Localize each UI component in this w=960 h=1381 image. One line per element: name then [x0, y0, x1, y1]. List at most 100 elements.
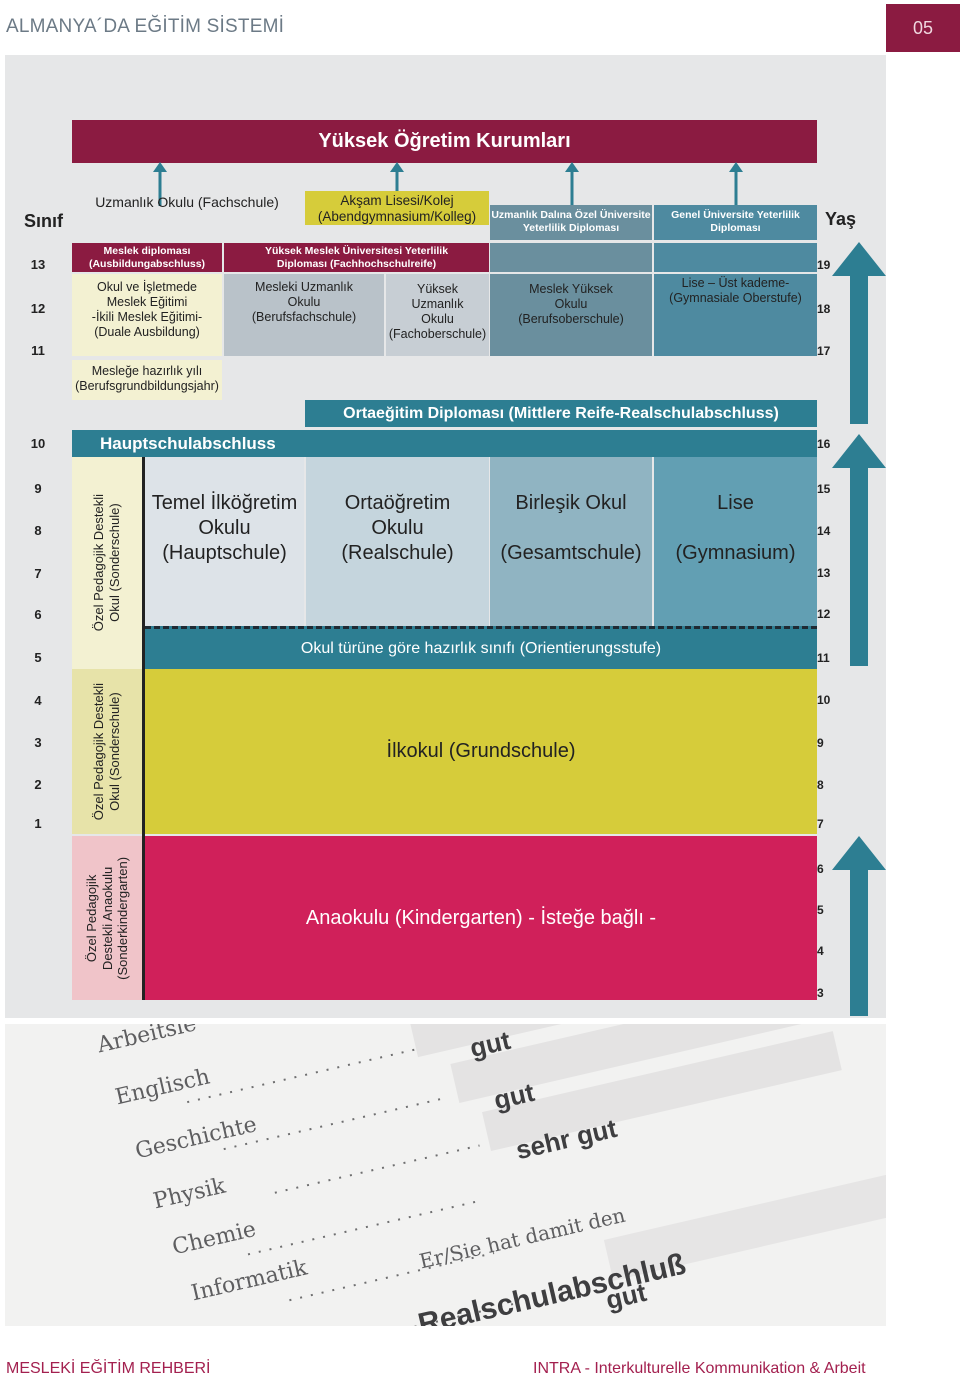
- age-17: 17: [817, 344, 831, 358]
- age-axis-label: Yaş: [825, 209, 857, 229]
- abendgymnasium-box: Akşam Lisesi/Kolej (Abendgymnasium/Kolle…: [305, 191, 489, 225]
- age-16: 16: [817, 437, 831, 451]
- higher-education-banner: Yüksek Öğretim Kurumları: [72, 120, 817, 163]
- abendgymnasium-line-2: (Abendgymnasium/Kolleg): [317, 209, 477, 224]
- fachhochschulreife-line-1: Yüksek Meslek Üniversitesi Yeterlilik: [264, 245, 449, 257]
- berufsoberschule: Meslek Yüksek Okulu (Berufsoberschule): [490, 274, 652, 356]
- fachhochschulreife-line-2: Diploması (Fachhochschulreife): [276, 258, 437, 270]
- fachoberschule-line-3: Okulu: [421, 312, 454, 326]
- grade-2: 2: [34, 777, 42, 792]
- page-number: 05: [886, 4, 960, 52]
- grundschule: İlkokul (Grundschule): [145, 669, 817, 834]
- fachschule-label: Uzmanlık Okulu (Fachschule): [95, 193, 279, 210]
- berufsfachschule-line-1: Mesleki Uzmanlık: [255, 280, 353, 294]
- sonderschule-upper-box: [72, 457, 142, 669]
- bgj-line-2: (Berufsgrundbildungsjahr): [75, 379, 219, 393]
- certificate-photo: Arbeitsle Englisch Geschichte Physik Che…: [5, 1024, 886, 1326]
- grade-3: 3: [34, 735, 42, 750]
- berufsfachschule-line-2: Okulu: [287, 295, 321, 309]
- hauptschule-line-2: Okulu: [198, 517, 251, 539]
- age-6: 6: [817, 862, 824, 876]
- duale-line-2: Meslek Eğitimi: [106, 295, 188, 309]
- ausbildungsabschluss: Meslek diploması (Ausbildungabschluss): [72, 243, 222, 272]
- allgemeine-line-2: Diploması: [710, 222, 761, 234]
- gymnasiale-oberstufe: Lise – Üst kademe- (Gymnasiale Oberstufe…: [654, 274, 817, 356]
- gesamtschule-line-2: (Gesamtschule): [500, 542, 642, 564]
- sonderschule-upper-line-2: Okul (Sonderschule): [107, 503, 123, 623]
- realschulabschluss-banner: Ortaeğitim Diploması (Mittlere Reife-Rea…: [305, 400, 817, 427]
- grade-4: 4: [34, 693, 42, 708]
- grade-8: 8: [34, 523, 42, 538]
- fachoberschule-line-1: Yüksek: [417, 282, 458, 296]
- special-divider: [142, 457, 145, 1000]
- grade-7: 7: [34, 566, 42, 581]
- grade-axis-label: Sınıf: [24, 211, 63, 231]
- gymnasiale-line-1: Lise – Üst kademe-: [681, 276, 790, 290]
- realschule-line-2: Okulu: [371, 517, 424, 539]
- certificate-photo-art: [5, 1024, 886, 1326]
- sonderschule-lower-line-1: Özel Pedagojik Destekli: [91, 682, 107, 821]
- berufsgrundbildungsjahr: Mesleğe hazırlık yılı (Berufsgrundbildun…: [72, 360, 222, 400]
- age-7: 7: [817, 817, 824, 831]
- age-8: 8: [817, 778, 824, 792]
- footer-left: MESLEKİ EĞİTİM REHBERİ: [6, 1360, 211, 1377]
- fachoberschule-line-4: (Fachoberschule): [388, 327, 487, 341]
- berufsoberschule-line-2: Okulu: [554, 297, 588, 311]
- fachgebundene-line-1: Uzmanlık Dalına Özel Üniversite: [491, 209, 651, 221]
- fachgebundene-hochschulreife: Uzmanlık Dalına Özel Üniversite Yeterlil…: [490, 205, 652, 240]
- age-arrows: [832, 242, 886, 1016]
- kindergarten: Anaokulu (Kindergarten) - İsteğe bağlı -: [145, 836, 817, 1000]
- sonderschule-lower-box: [72, 669, 142, 834]
- fachoberschule-line-2: Uzmanlık: [411, 297, 464, 311]
- sonderschule-upper-label: Özel Pedagojik Destekli Okul (Sonderschu…: [72, 457, 142, 669]
- fachhochschulreife: Yüksek Meslek Üniversitesi Yeterlilik Di…: [224, 243, 489, 272]
- allgemeine-line-1: Genel Üniversite Yeterlilik: [671, 209, 800, 221]
- age-18: 18: [817, 302, 831, 316]
- berufsoberschule-top: [490, 243, 652, 272]
- allgemeine-hochschulreife: Genel Üniversite Yeterlilik Diploması: [654, 205, 817, 240]
- gymnasium-line-2: (Gymnasium): [675, 542, 796, 564]
- sonderkindergarten-label: Özel Pedagojik Destekli Anaokulu (Sonder…: [72, 836, 142, 1000]
- age-3: 3: [817, 986, 824, 1000]
- abendgymnasium-line-1: Akşam Lisesi/Kolej: [340, 193, 454, 208]
- age-13: 13: [817, 566, 831, 580]
- sonderschule-lower-line-2: Okul (Sonderschule): [107, 692, 123, 811]
- age-9: 9: [817, 736, 824, 750]
- ausbildungsabschluss-line-2: (Ausbildungabschluss): [88, 258, 206, 270]
- age-12: 12: [817, 607, 831, 621]
- sonderkindergarten-line-2: Destekli Anaokulu: [99, 866, 115, 970]
- duale-line-3: -İkili Meslek Eğitimi-: [91, 310, 203, 324]
- hauptschule-line-1: Temel İlköğretim: [151, 492, 298, 514]
- grade-6: 6: [34, 607, 42, 622]
- fachoberschule: Yüksek Uzmanlık Okulu (Fachoberschule): [386, 274, 489, 356]
- age-5: 5: [817, 903, 824, 917]
- age-11: 11: [817, 651, 830, 665]
- gymnasiale-oberstufe-top: [654, 243, 817, 272]
- hauptschulabschluss-banner: Hauptschulabschluss: [72, 430, 817, 457]
- grade-9: 9: [34, 481, 42, 496]
- age-19: 19: [817, 258, 831, 272]
- grade-5: 5: [34, 650, 42, 665]
- sonderschule-lower-label: Özel Pedagojik Destekli Okul (Sonderschu…: [72, 669, 142, 834]
- age-10: 10: [817, 693, 831, 707]
- grade-1: 1: [34, 816, 42, 831]
- grade-13: 13: [30, 257, 46, 272]
- ausbildungsabschluss-line-1: Meslek diploması: [103, 245, 191, 257]
- age-15: 15: [817, 482, 831, 496]
- fachgebundene-line-2: Yeterlilik Diploması: [522, 222, 620, 234]
- footer-right: INTRA - Interkulturelle Kommunikation & …: [533, 1360, 866, 1377]
- berufsfachschule-line-3: (Berufsfachschule): [251, 310, 357, 324]
- age-4: 4: [817, 944, 824, 958]
- berufsoberschule-line-3: (Berufsoberschule): [518, 312, 624, 326]
- grade-11: 11: [31, 343, 45, 358]
- grade-12: 12: [30, 301, 46, 316]
- bgj-line-1: Mesleğe hazırlık yılı: [91, 364, 203, 378]
- berufsoberschule-line-1: Meslek Yüksek: [529, 282, 613, 296]
- berufsfachschule: Mesleki Uzmanlık Okulu (Berufsfachschule…: [224, 274, 384, 356]
- realschule-line-1: Ortaöğretim: [344, 492, 451, 514]
- sonderkindergarten-box: [72, 836, 142, 1000]
- realschule-line-3: (Realschule): [341, 542, 454, 564]
- duale-ausbildung: Okul ve İşletmede Meslek Eğitimi -İkili …: [72, 274, 222, 356]
- age-14: 14: [817, 524, 831, 538]
- duale-line-4: (Duale Ausbildung): [94, 325, 200, 339]
